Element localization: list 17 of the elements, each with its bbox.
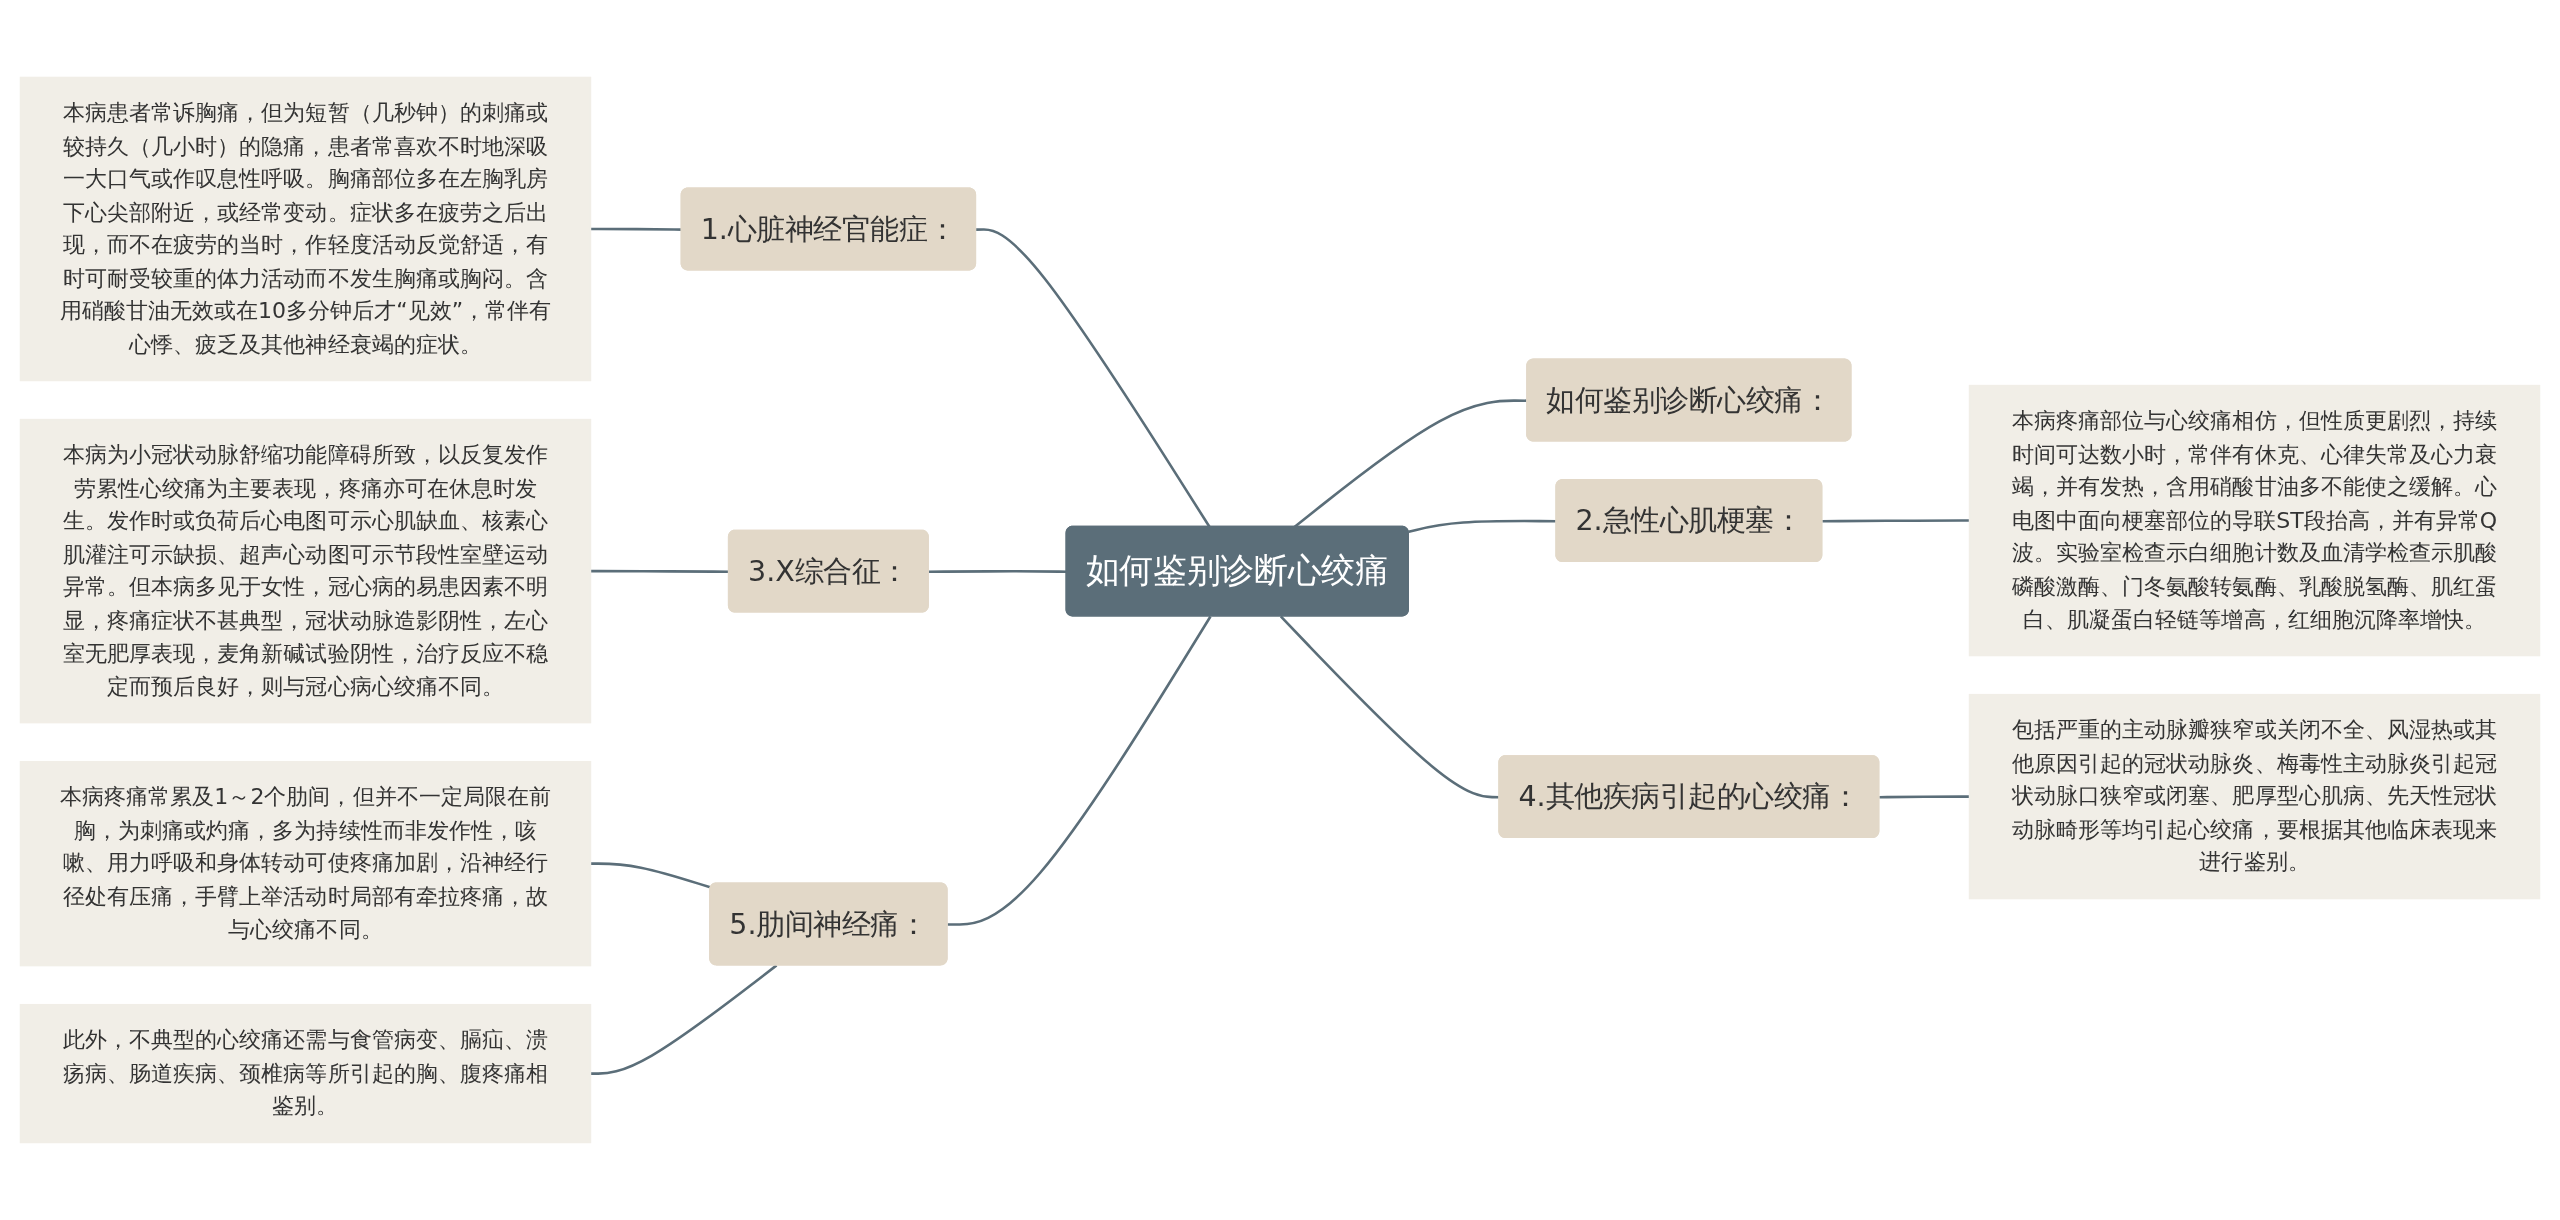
connector (1408, 519, 1557, 534)
connector (976, 228, 1211, 528)
node-box (1968, 693, 2541, 900)
connector (947, 615, 1212, 926)
connector (1822, 519, 1970, 523)
connector (590, 862, 712, 889)
node-box (1968, 384, 2541, 657)
connector (1279, 615, 1500, 799)
node-box (19, 1003, 592, 1144)
node-box (19, 76, 592, 382)
node-box (19, 418, 592, 724)
connector (928, 570, 1067, 574)
connector (1879, 795, 1970, 799)
node-box (19, 760, 592, 967)
connector (590, 964, 778, 1075)
mind-map-drawing: 如何鉴别诊断心绞痛 如何鉴别诊断心绞痛： 1.心脏神经官能症： 本病患者常诉胸痛，但为短暂（几秒钟）的刺痛或较持久（几小时）的隐痛，患者常喜欢不时地深吸一大口气或作叹息性呼吸。胸痛部位多在左胸乳房下心尖部附近，或经常变动。症状多在疲劳之后出现，而不在疲劳的当时，作轻度活动反觉舒适，有时可耐受较重的体力活动而不发生胸痛或胸闷。含用硝酸甘油无效或在10多分钟后才“见效”，常伴有心悸、疲乏及其他神经衰竭的症状。 2.急性心肌梗塞： 本病疼痛部位与心绞痛相仿，但性质更剧烈，持续时间可达数小时，常伴有休克、心律失常及心力衰竭，并有发热，含用硝酸甘油多不能使之缓解。心电图中面向梗塞部位的导联ST段抬高，并有异常Q波。实验室检查示白细胞计数及血清学检查示肌酸磷酸激酶、门冬氨酸转氨酶、乳酸脱氢酶、肌红蛋白、肌凝蛋白轻链等增高，红细胞沉降率增快。 3.X综合征： 本病为小冠状动脉舒缩功能障碍所致，以反复发作劳累性心绞痛为主要表现，疼痛亦可在休息时发生。发作时或负荷后心电图可示心肌缺血、核素心肌灌注可示缺损、超声心动图可示节段性室壁运动异常。但本病多见于女性，冠心病的易患因素不明显，疼痛症状不甚典型，冠状动脉造影阴性，左心室无肥厚表现，麦角新碱试验阴性，治疗反应不稳定而预后良好，则与冠心病心绞痛不同。 4.其他疾病引起的心绞痛： 包括严重的主动脉瓣狭窄或关闭不全、风湿热或其他原因引起的冠状动脉炎、梅毒性主动脉炎引起冠状动脉口狭窄或闭塞、肥厚型心肌病、先天性冠状动脉畸形等均引起心绞痛，要根据其他临床表现来进行鉴别。 5.肋间神经痛： 本病疼痛常累及1～2个肋间，但并不一定局限在前胸，为刺痛或灼痛，多为持续性而非发作性，咳嗽、用力呼吸和身体转动可使疼痛加剧，沿神经行径处有压痛，手臂上举活动时局部有牵拉疼痛，故与心绞痛不同。 此外，不典型的心绞痛还需与食管病变、膈疝、溃疡病、肠道疾病、颈椎病等所引起的胸、腹疼痛相鉴别。 (10, 67, 2550, 1153)
connector (590, 227, 682, 231)
